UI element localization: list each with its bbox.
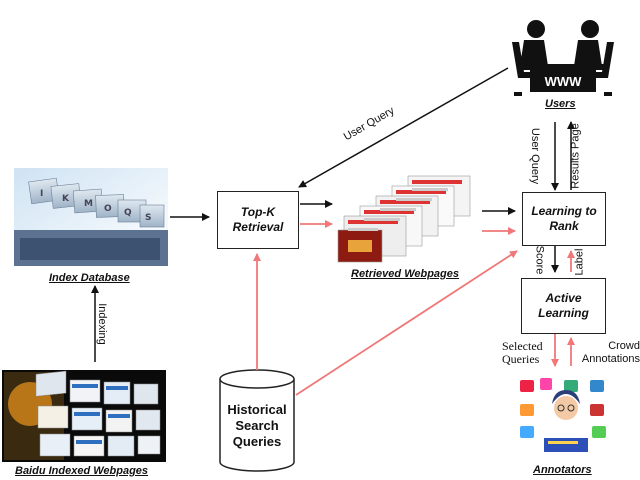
topk-retrieval-node: Top-K Retrieval — [217, 191, 299, 249]
black-arrows — [91, 67, 575, 362]
selected-queries-label: Selected Queries — [502, 339, 543, 366]
learning-to-rank-label: Learning to Rank — [531, 204, 597, 233]
active-learning-label: Active Learning — [538, 291, 589, 320]
annotators-icon — [516, 376, 612, 454]
user-query-vertical-label: User Query — [529, 127, 542, 185]
indexing-label: Indexing — [95, 303, 108, 345]
topk-retrieval-label: Top-K Retrieval — [232, 205, 284, 234]
learning-to-rank-node: Learning to Rank — [522, 192, 606, 246]
baidu-webpages-collage-icon — [2, 370, 166, 462]
results-page-label: Results Page — [569, 123, 582, 189]
score-label: Score — [533, 245, 546, 275]
annotators-caption: Annotators — [533, 464, 592, 476]
active-learning-node: Active Learning — [521, 278, 606, 334]
users-caption: Users — [545, 98, 576, 110]
database-cylinder — [219, 369, 295, 472]
historical-queries-node: Historical Search Queries — [221, 392, 293, 460]
crowd-annotations-label: Crowd Annotations — [581, 340, 640, 365]
svg-text:O: O — [104, 204, 112, 214]
svg-text:S: S — [145, 213, 151, 223]
www-label: WWW — [545, 74, 583, 89]
edge-historical-to-ltr — [295, 250, 518, 396]
svg-text:Q: Q — [124, 208, 132, 218]
edge-user-query-to-topk — [298, 67, 509, 188]
retrieved-webpages-icon — [337, 175, 471, 263]
retrieved-webpages-caption: Retrieved Webpages — [351, 268, 460, 280]
label-label: Label — [573, 248, 586, 276]
svg-text:K: K — [62, 194, 70, 204]
svg-text:M: M — [84, 199, 93, 209]
historical-queries-label: Historical Search Queries — [227, 402, 287, 449]
svg-text:I: I — [40, 189, 43, 199]
index-database-icon: I K M O Q S — [14, 168, 168, 266]
red-arrows — [253, 220, 575, 396]
index-database-caption: Index Database — [49, 272, 130, 284]
users-icon — [512, 20, 614, 96]
baidu-webpages-caption: Baidu Indexed Webpages — [15, 465, 149, 477]
